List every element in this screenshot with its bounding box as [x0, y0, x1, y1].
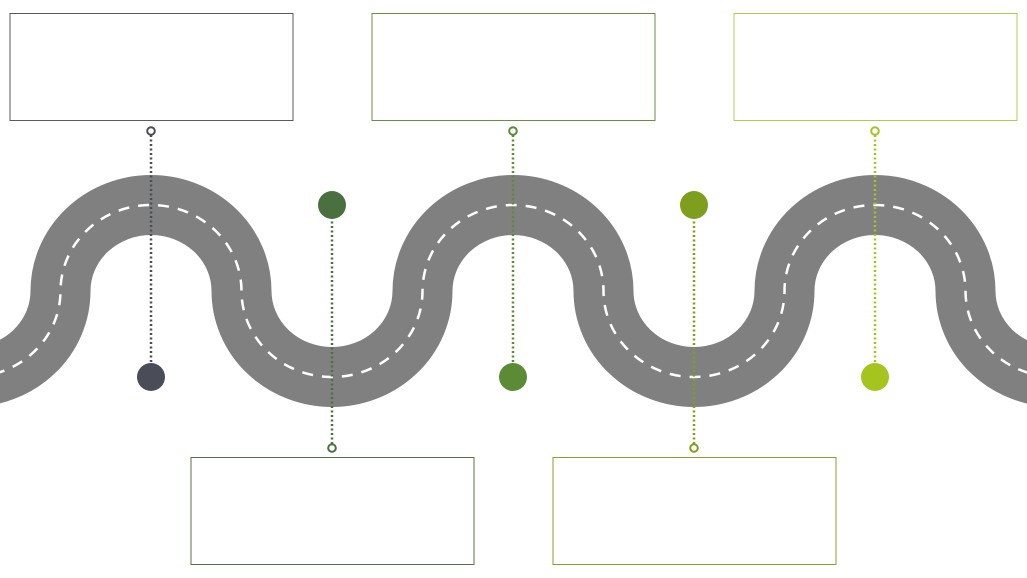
- milestone-marker[interactable]: [680, 191, 708, 219]
- milestone-text-box[interactable]: [9, 13, 294, 121]
- milestone-text-box[interactable]: [190, 457, 475, 565]
- connector-end-ring: [327, 443, 337, 453]
- milestone-marker[interactable]: [861, 363, 889, 391]
- milestone-3: [371, 13, 656, 391]
- connector-end-ring: [689, 443, 699, 453]
- milestone-marker[interactable]: [137, 363, 165, 391]
- connector-end-ring: [870, 126, 880, 136]
- milestone-5: [733, 13, 1018, 391]
- milestone-text-box[interactable]: [371, 13, 656, 121]
- connector-end-ring: [146, 126, 156, 136]
- milestones: [9, 13, 1018, 565]
- milestone-marker[interactable]: [499, 363, 527, 391]
- milestone-marker[interactable]: [318, 191, 346, 219]
- connector-end-ring: [508, 126, 518, 136]
- milestone-4: [552, 191, 837, 565]
- milestone-2: [190, 191, 475, 565]
- road-center-dashes: [0, 203, 1027, 379]
- milestone-text-box[interactable]: [552, 457, 837, 565]
- milestone-text-box[interactable]: [733, 13, 1018, 121]
- milestone-1: [9, 13, 294, 391]
